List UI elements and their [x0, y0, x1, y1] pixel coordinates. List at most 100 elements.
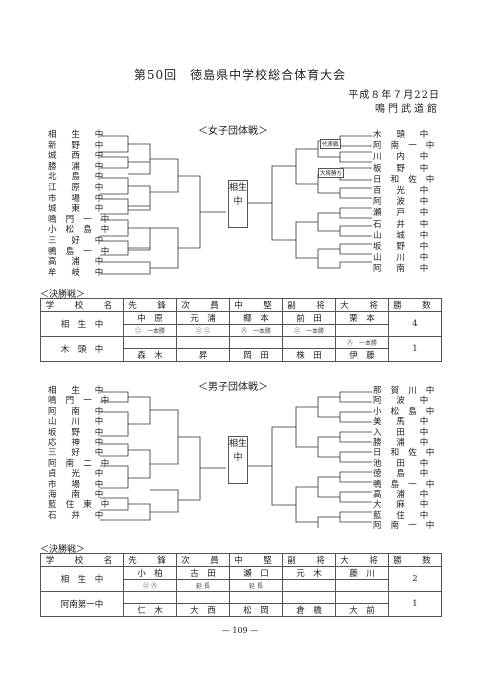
- team-name: 山 川 中: [373, 253, 432, 264]
- team-name: 入 田 中: [373, 427, 432, 438]
- team-name: 板 野 中: [373, 163, 432, 174]
- team-name: 牟 岐 中: [48, 267, 107, 278]
- table-row: 仁 木 大 西 松 岡 倉 橋 大 前: [41, 603, 442, 617]
- player: 昇: [176, 348, 230, 362]
- team-name: 鳴 門 一 中: [48, 214, 113, 225]
- team-name: 阿 南 一 中: [373, 141, 438, 152]
- team-name: 阿 南 中: [373, 264, 432, 275]
- team-name: 坂 野 中: [373, 241, 432, 252]
- boys-final-table: 学 校 名 先 鋒 次 員 中 堅 副 将 大 将 勝 数 相 生 中 小 柏 …: [40, 553, 442, 617]
- team-name: 石 井 中: [373, 219, 432, 230]
- score-mark: [229, 591, 283, 604]
- team-name: 相 生 中: [48, 386, 107, 396]
- team1-name: 相 生 中: [40, 311, 124, 337]
- page-title: 第50回 徳島県中学校総合体育大会: [133, 68, 347, 82]
- score-mark: [282, 579, 336, 592]
- girls-final-title: ＜決勝戦＞: [40, 290, 86, 300]
- team-name: 徳 島 中: [373, 469, 432, 480]
- team-name: 美 馬 中: [373, 417, 432, 428]
- team-name: 小 松 島 中: [373, 406, 438, 417]
- team-name: 鴨 島 一 中: [373, 479, 438, 490]
- team-name: 応 神 中: [48, 437, 107, 448]
- score-mark: [335, 579, 389, 592]
- team2-name: 木 頭 中: [40, 336, 124, 362]
- team-name: 山 城 中: [373, 230, 432, 241]
- team-name: 石 井 中: [48, 510, 107, 521]
- team-name: 海 南 中: [48, 489, 107, 500]
- table-row: ㊁ ㊇ 延 長 延 長: [41, 579, 442, 592]
- team-name: 川 内 中: [373, 152, 432, 163]
- table-row: 相 生 中 小 柏 古 田 瀬 口 元 木 藤 川 2: [40, 566, 442, 592]
- girls-flag-taisho-win: 大将勝ち: [318, 168, 345, 178]
- team-name: 阿 南 中: [48, 406, 107, 417]
- team-name: 百 光 中: [373, 185, 432, 196]
- girls-bracket-lines: [100, 135, 372, 275]
- player: 岡 田: [229, 348, 283, 362]
- team-name: 勝 浦 中: [373, 437, 432, 448]
- team2-wins: 1: [388, 336, 442, 362]
- score-mark: [335, 591, 389, 604]
- table-row: 相 生 中 中 原 元 浦 椰 本 前 田 栗 本 4: [40, 311, 442, 337]
- team2-name: 阿南第一中: [40, 591, 124, 617]
- player: 伊 藤: [335, 348, 389, 362]
- girls-champion-box: 相生中: [228, 180, 248, 228]
- header-jiho: 次 員: [176, 553, 230, 567]
- score-mark: 延 長: [229, 579, 283, 592]
- table-row: 木 頭 中 ㊇ 一本勝 1: [40, 336, 442, 362]
- team-name: 鴨 島 一 中: [48, 246, 113, 257]
- event-date: 平成８年７月22日: [348, 90, 440, 101]
- team-name: 藍 住 東 中: [48, 500, 113, 511]
- header-fukusho: 副 将: [282, 553, 336, 567]
- team-name: 阿 南 二 中: [48, 458, 113, 469]
- player: 大 西: [176, 603, 230, 617]
- score-mark: [282, 591, 336, 604]
- table-header-row: 学 校 名 先 鋒 次 員 中 堅 副 将 大 将 勝 数: [40, 553, 442, 567]
- team-name: 木 頭 中: [373, 130, 432, 140]
- team-name: 城 東 中: [48, 204, 107, 215]
- page-number: — 109 —: [221, 626, 259, 635]
- player: 仁 木: [123, 603, 177, 617]
- header-wins: 勝 数: [388, 553, 442, 567]
- boys-champion-box: 相生中: [228, 436, 248, 484]
- girls-right-team-list: 木 頭 中阿 南 一 中川 内 中板 野 中日 和 佐 中百 光 中阿 波 中瀬…: [373, 130, 438, 275]
- team1-name: 相 生 中: [40, 566, 124, 592]
- team-name: 鳴 門 一 中: [48, 396, 113, 407]
- team-name: 北 島 中: [48, 172, 107, 183]
- team-name: 日 和 佐 中: [373, 448, 438, 459]
- player: 古 田: [176, 566, 230, 580]
- team-name: 高 浦 中: [48, 257, 107, 268]
- team-name: 山 川 中: [48, 417, 107, 428]
- team-name: 池 田 中: [373, 458, 432, 469]
- player: 森 木: [123, 348, 177, 362]
- team-name: 城 西 中: [48, 151, 107, 162]
- team-name: 日 和 佐 中: [373, 174, 438, 185]
- boys-right-team-list: 那 賀 川 中阿 波 中小 松 島 中美 馬 中入 田 中勝 浦 中日 和 佐 …: [373, 386, 438, 531]
- player: 小 柏: [123, 566, 177, 580]
- event-venue: 鳴門武道館: [375, 104, 440, 115]
- girls-final-table: 学 校 名 先 鋒 次 員 中 堅 副 将 大 将 勝 数 相 生 中 中 原 …: [40, 298, 442, 362]
- team-name: 市 場 中: [48, 479, 107, 490]
- boys-section-title: ＜男子団体戦＞: [198, 382, 268, 393]
- team1-wins: 4: [388, 311, 442, 337]
- header-wins: 勝 数: [388, 298, 442, 312]
- score-mark: 延 長: [176, 579, 230, 592]
- team-name: 阿 波 中: [373, 197, 432, 208]
- boys-bracket-lines: [100, 391, 372, 528]
- girls-flag-representative: 代表戦: [320, 139, 341, 149]
- player: 大 前: [335, 603, 389, 617]
- team1-wins: 2: [388, 566, 442, 592]
- header-school: 学 校 名: [40, 553, 124, 567]
- player: 株 田: [282, 348, 336, 362]
- team-name: 高 浦 中: [373, 489, 432, 500]
- table-row: 森 木 昇 岡 田 株 田 伊 藤: [41, 348, 442, 362]
- score-mark: [176, 591, 230, 604]
- team-name: 坂 野 中: [48, 427, 107, 438]
- header-senpo: 先 鋒: [123, 553, 177, 567]
- player: 藤 川: [335, 566, 389, 580]
- boys-final-title: ＜決勝戦＞: [40, 545, 86, 555]
- team-name: 貞 光 中: [48, 469, 107, 480]
- player: 瀬 口: [229, 566, 283, 580]
- player: 松 岡: [229, 603, 283, 617]
- team-name: 小 松 島 中: [48, 225, 113, 236]
- player: 元 木: [282, 566, 336, 580]
